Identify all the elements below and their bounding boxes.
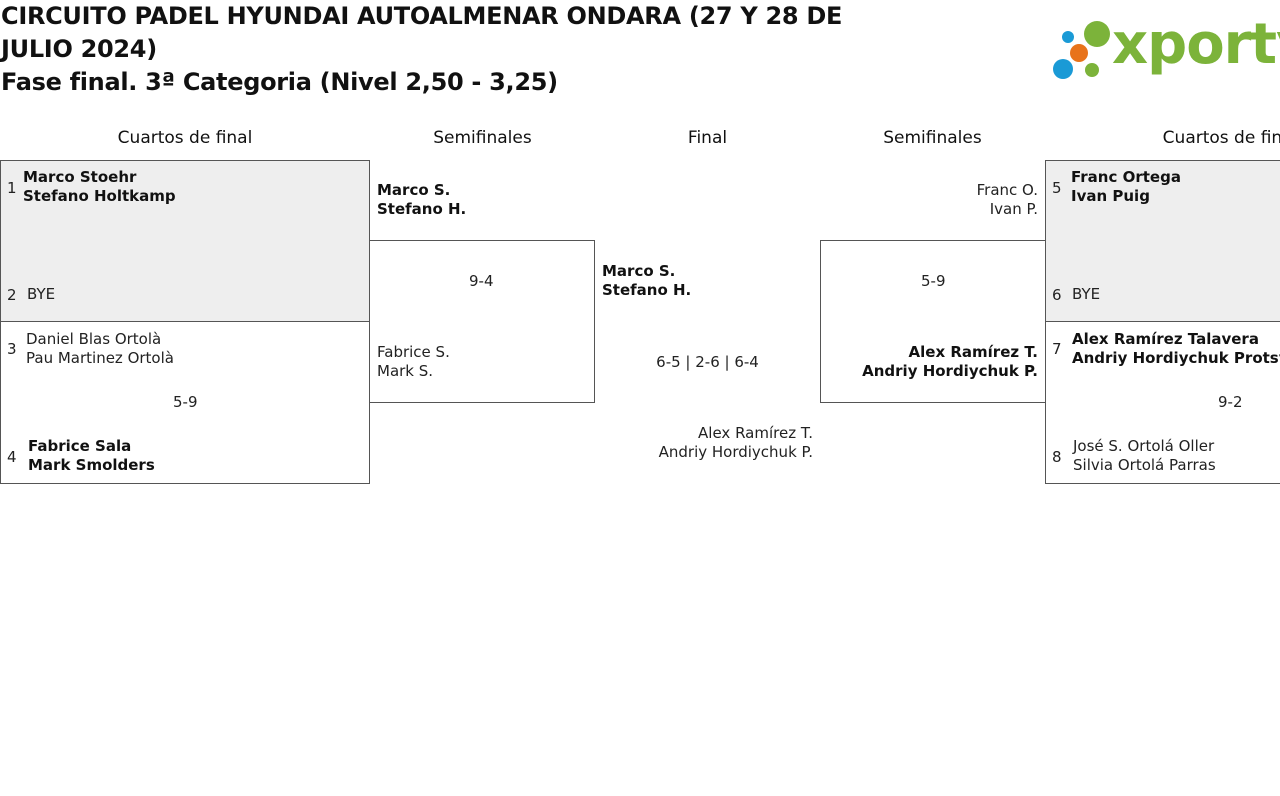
logo-text: xporty — [1112, 12, 1280, 77]
player-name: Fabrice S. — [377, 343, 450, 361]
player-name: Ivan Puig — [1071, 187, 1150, 205]
player-name: Alex Ramírez T. — [908, 343, 1038, 361]
round-header-left-qf: Cuartos de final — [117, 128, 253, 148]
player-name: Marco Stoehr — [23, 168, 137, 186]
player-name: Stefano H. — [602, 281, 692, 299]
page-subtitle: Fase final. 3ª Categoria (Nivel 2,50 - 3… — [1, 68, 558, 96]
round-header-right-qf: Cuartos de final — [1162, 128, 1280, 148]
round-header-right-sf: Semifinales — [883, 128, 982, 148]
player-name: Mark S. — [377, 362, 434, 380]
final-score: 6-5 | 2-6 | 6-4 — [656, 353, 759, 371]
player-name: Alex Ramírez Talavera — [1072, 330, 1259, 348]
match-score: 5-9 — [173, 393, 198, 411]
player-name: Franc Ortega — [1071, 168, 1181, 186]
seed-number: 2 — [7, 286, 17, 304]
player-name: Andriy Hordiychuk Protsyuk — [1072, 349, 1280, 367]
player-name: Franc O. — [976, 181, 1038, 199]
player-name: Daniel Blas Ortolà — [26, 330, 162, 348]
seed-number: 5 — [1052, 179, 1062, 197]
match-score: 5-9 — [921, 272, 946, 290]
match-score: 9-2 — [1218, 393, 1243, 411]
page-title-line1: CIRCUITO PADEL HYUNDAI AUTOALMENAR ONDAR… — [1, 2, 843, 30]
page-title-line2: JULIO 2024) — [1, 35, 157, 63]
match-box-qf3 — [1045, 160, 1280, 322]
seed-number: 8 — [1052, 448, 1062, 466]
player-name: José S. Ortolá Oller — [1073, 437, 1215, 455]
round-header-left-sf: Semifinales — [433, 128, 532, 148]
seed-number: 1 — [7, 179, 17, 197]
match-box-qf1 — [0, 160, 370, 322]
player-name: Marco S. — [377, 181, 451, 199]
player-name: Mark Smolders — [28, 456, 155, 474]
player-name: Andriy Hordiychuk P. — [658, 443, 813, 461]
player-name: Alex Ramírez T. — [698, 424, 813, 442]
match-score: 9-4 — [469, 272, 494, 290]
seed-number: 6 — [1052, 286, 1062, 304]
match-box-sf-left — [369, 240, 595, 403]
player-name: Marco S. — [602, 262, 676, 280]
team-bye: BYE — [1072, 285, 1101, 303]
seed-number: 3 — [7, 340, 17, 358]
team-bye: BYE — [27, 285, 56, 303]
player-name: Ivan P. — [989, 200, 1038, 218]
logo-dots-icon — [1053, 21, 1110, 79]
player-name: Pau Martinez Ortolà — [26, 349, 174, 367]
seed-number: 7 — [1052, 340, 1062, 358]
xporty-logo: xporty — [1050, 12, 1280, 84]
player-name: Fabrice Sala — [28, 437, 132, 455]
player-name: Stefano Holtkamp — [23, 187, 176, 205]
player-name: Stefano H. — [377, 200, 467, 218]
round-header-final: Final — [687, 128, 728, 148]
player-name: Andriy Hordiychuk P. — [862, 362, 1038, 380]
match-box-qf4 — [1045, 321, 1280, 484]
player-name: Silvia Ortolá Parras — [1073, 456, 1216, 474]
seed-number: 4 — [7, 448, 17, 466]
